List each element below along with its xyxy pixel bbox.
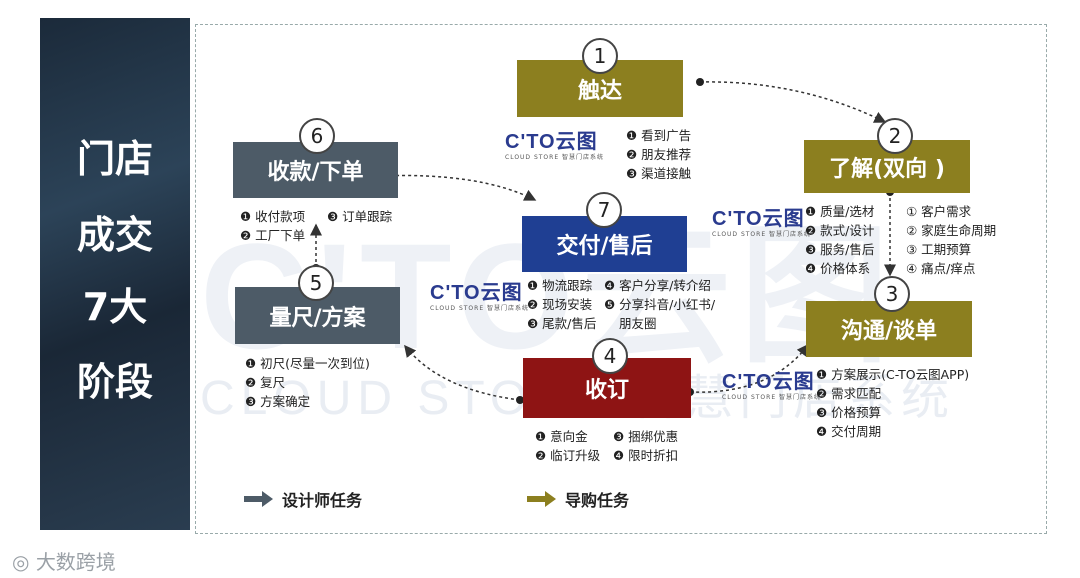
list-item: ❺ 分享抖音/小红书/ (604, 297, 716, 312)
footer-logo-icon: ◎ (12, 550, 30, 574)
logo-7: C'TO云图 CLOUD STORE 智慧门店系统 (430, 276, 529, 312)
stage-3-label: 沟通/谈单 (840, 319, 938, 344)
stage-7-list-left: ❶ 物流跟踪 ❷ 现场安装 ❸ 尾款/售后 (527, 276, 596, 333)
legend-designer: 设计师任务 (244, 487, 362, 511)
list-item: ② 家庭生命周期 (906, 223, 997, 238)
stage-2-number: 2 (877, 118, 913, 154)
logo-2-text: C'TO云图 (712, 208, 805, 230)
title-line-4: 阶段 (76, 360, 153, 404)
stage-4-list-right: ❸ 捆绑优惠 ❹ 限时折扣 (613, 427, 678, 465)
stage-1-list: ❶ 看到广告 ❷ 朋友推荐 ❸ 渠道接触 (626, 126, 691, 183)
stage-7-list-right: ❹ 客户分享/转介绍 ❺ 分享抖音/小红书/ 朋友圈 (604, 276, 715, 333)
legend-guide-label: 导购任务 (565, 491, 630, 510)
stage-1-label: 触达 (577, 78, 622, 104)
logo-3: C'TO云图 CLOUD STORE 智慧门店系统 (722, 365, 821, 401)
list-item: ❶ 物流跟踪 (527, 278, 593, 293)
list-item: ❷ 临订升级 (535, 448, 601, 463)
stage-7-number: 7 (586, 192, 622, 228)
list-item: ❶ 收付款项 (240, 209, 306, 224)
footer-text: 大数跨境 (35, 550, 116, 574)
title-panel: 门店 成交 7大 阶段 (40, 18, 190, 530)
title-line-1: 门店 (76, 137, 153, 181)
legend-guide: 导购任务 (527, 487, 629, 511)
designer-arrow-icon (244, 491, 273, 507)
list-item: ❹ 价格体系 (805, 261, 871, 276)
logo-1-text: C'TO云图 (505, 131, 598, 153)
stage-5-list: ❶ 初尺(尽量一次到位) ❷ 复尺 ❸ 方案确定 (245, 354, 370, 411)
stage-2-label: 了解(双向 ) (829, 156, 945, 182)
list-item: ❷ 现场安装 (527, 297, 593, 312)
stage-2-box: 了解(双向 ) (804, 140, 970, 193)
stage-5-number: 5 (298, 265, 334, 301)
stage-6-number: 6 (299, 118, 335, 154)
stage-6-list-left: ❶ 收付款项 ❷ 工厂下单 (240, 207, 305, 245)
list-item: ① 客户需求 (906, 204, 972, 219)
legend-designer-label: 设计师任务 (282, 491, 363, 510)
stage-2-list-right: ① 客户需求 ② 家庭生命周期 ③ 工期预算 ④ 痛点/痒点 (906, 202, 996, 278)
logo-1-sub: CLOUD STORE 智慧门店系统 (505, 154, 605, 161)
logo-7-sub: CLOUD STORE 智慧门店系统 (430, 305, 530, 312)
list-item: ❶ 看到广告 (626, 128, 692, 143)
stage-4-list-left: ❶ 意向金 ❷ 临订升级 (535, 427, 600, 465)
logo-2: C'TO云图 CLOUD STORE 智慧门店系统 (712, 202, 811, 238)
logo-2-sub: CLOUD STORE 智慧门店系统 (712, 231, 812, 238)
list-item: ❷ 复尺 (245, 375, 286, 390)
list-item: ❷ 款式/设计 (805, 223, 875, 238)
list-item: ❹ 交付周期 (816, 424, 882, 439)
logo-3-sub: CLOUD STORE 智慧门店系统 (722, 394, 822, 401)
list-item: ❸ 尾款/售后 (527, 316, 597, 331)
stage-4-number: 4 (592, 338, 628, 374)
diagram-frame (195, 24, 1047, 534)
list-item: ❸ 方案确定 (245, 394, 311, 409)
stage-3-list: ❶ 方案展示(C-TO云图APP) ❷ 需求匹配 ❸ 价格预算 ❹ 交付周期 (816, 365, 969, 441)
list-item: ❸ 订单跟踪 (327, 209, 393, 224)
footer-brand: ◎ 大数跨境 (12, 546, 116, 575)
list-item: ③ 工期预算 (906, 242, 972, 257)
stage-6-list-right: ❸ 订单跟踪 (327, 207, 392, 226)
list-item: ④ 痛点/痒点 (906, 261, 976, 276)
list-item: ❶ 初尺(尽量一次到位) (245, 356, 370, 371)
list-item: ❸ 捆绑优惠 (613, 429, 679, 444)
list-item: ❶ 方案展示(C-TO云图APP) (816, 367, 970, 382)
stage-3-number: 3 (874, 276, 910, 312)
list-item: ❷ 需求匹配 (816, 386, 882, 401)
list-item: ❷ 朋友推荐 (626, 147, 692, 162)
logo-7-text: C'TO云图 (430, 282, 523, 304)
list-item: ❸ 服务/售后 (805, 242, 875, 257)
stage-7-label: 交付/售后 (556, 234, 653, 259)
list-item: ❸ 价格预算 (816, 405, 882, 420)
stage-6-label: 收款/下单 (267, 160, 364, 185)
list-item: ❶ 意向金 (535, 429, 588, 444)
list-item: ❸ 渠道接触 (626, 166, 692, 181)
list-item: ❹ 客户分享/转介绍 (604, 278, 711, 293)
logo-1: C'TO云图 CLOUD STORE 智慧门店系统 (505, 125, 604, 161)
title-line-2: 成交 (76, 213, 153, 257)
stage-2-list-left: ❶ 质量/选材 ❷ 款式/设计 ❸ 服务/售后 ❹ 价格体系 (805, 202, 874, 278)
logo-3-text: C'TO云图 (722, 371, 815, 393)
stage-1-number: 1 (582, 38, 618, 74)
stage-4-label: 收订 (584, 378, 629, 403)
title-line-3: 7大 (82, 285, 148, 329)
guide-arrow-icon (527, 491, 556, 507)
list-item: ❹ 限时折扣 (613, 448, 679, 463)
list-item: 朋友圈 (619, 316, 657, 331)
stage-5-label: 量尺/方案 (269, 305, 366, 331)
list-item: ❶ 质量/选材 (805, 204, 875, 219)
list-item: ❷ 工厂下单 (240, 228, 306, 243)
